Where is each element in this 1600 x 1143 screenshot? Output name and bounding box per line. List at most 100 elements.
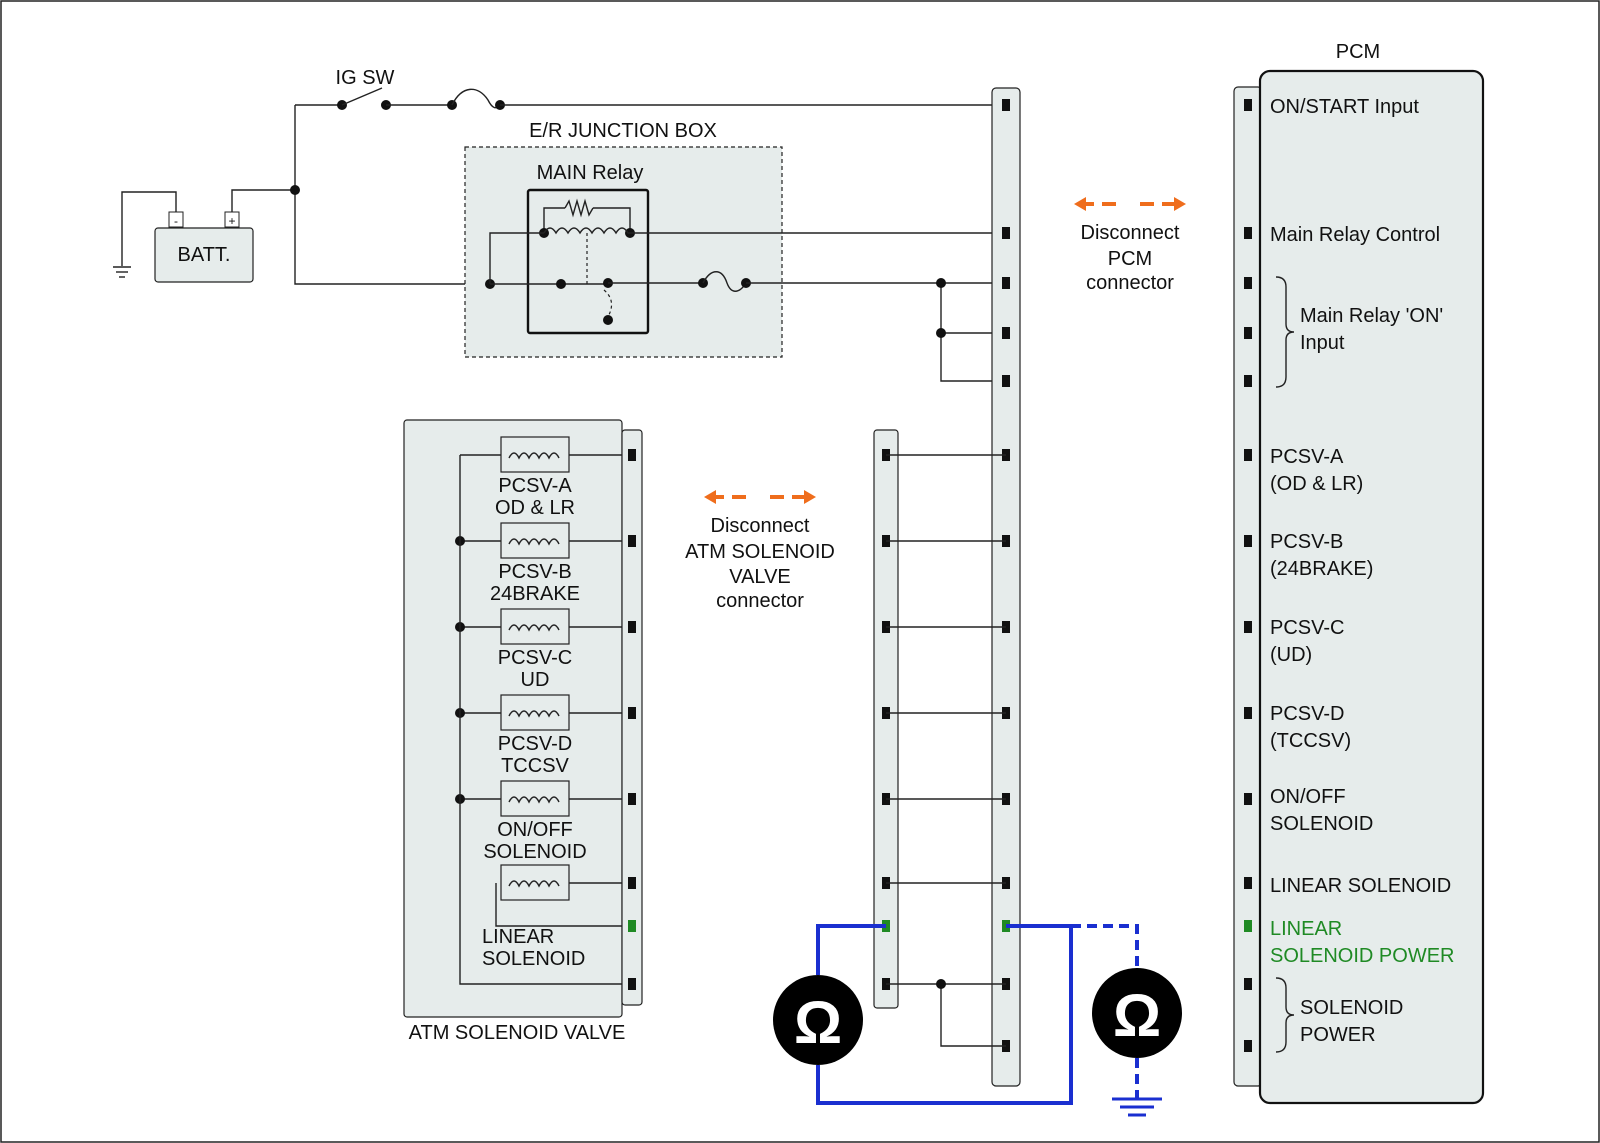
pcm-pin [1244,920,1252,932]
atm-pin [628,877,636,889]
ohmmeter-left: Ω [773,975,863,1065]
pcm-pin-label: LINEAR SOLENOID [1270,875,1451,897]
arrow-left-icon [1074,197,1086,211]
disconnect-atm-arrows [704,490,816,504]
atm-pin [628,978,636,990]
pcm-pin [1244,621,1252,633]
pcm-harness-connector [991,87,1021,1087]
pcm-pin-label: (TCCSV) [1270,730,1351,752]
pcm-pin [1244,99,1252,111]
atm-pin [628,535,636,547]
common-wire [459,455,628,985]
battery-label: BATT. [178,244,231,266]
solenoid-label: OD & LR [495,497,575,519]
bracket-icon [1275,977,1295,1053]
pcm-pin [1244,327,1252,339]
pcm-pin-label: (UD) [1270,644,1312,666]
harness-pin [1002,327,1010,339]
solenoid-label: UD [521,669,550,691]
pcm-pin [1244,1040,1252,1052]
pcm-pin-label: ON/OFF [1270,786,1346,808]
arrow-right-icon [1174,197,1186,211]
pcm-pin [1244,535,1252,547]
atm-pin [628,920,636,932]
solenoid-label: SOLENOID [483,841,586,863]
disconnect-atm-line-4: connector [716,590,804,612]
pcm-pin-label: PCSV-D [1270,703,1344,725]
atm-pin [628,707,636,719]
disconnect-pcm-line-2: PCM [1108,248,1152,270]
pcm-pin-label: POWER [1300,1024,1376,1046]
arrow-left-icon [704,490,716,504]
pcm-pin-label: SOLENOID POWER [1270,945,1454,967]
arrow-right-icon [804,490,816,504]
solenoid-wire [495,883,628,927]
atm-solenoid-valve: PCSV-AOD & LRPCSV-B24BRAKEPCSV-CUDPCSV-D… [403,419,628,1018]
solenoid-label: PCSV-A [498,475,572,497]
pcm-pin-label: PCSV-B [1270,531,1343,553]
harness-pin [1002,375,1010,387]
junction-box [464,146,1003,358]
disconnect-pcm-line-3: connector [1086,272,1174,294]
junction-box-label: E/R JUNCTION BOX [529,120,717,142]
coil-icon [508,624,560,632]
atm-pin [628,793,636,805]
meter-probe-wire [816,924,886,975]
meter-probe-wire [816,924,1073,1105]
pcm-pin-label: (OD & LR) [1270,473,1363,495]
solenoid-coils: PCSV-AOD & LRPCSV-B24BRAKEPCSV-CUDPCSV-D… [455,436,628,985]
disconnect-atm-line-3: VALVE [729,566,791,588]
disconnect-pcm-line-1: Disconnect [1081,222,1180,244]
pcm-pin-label: (24BRAKE) [1270,558,1373,580]
pcm-pin [1244,227,1252,239]
pcm-pin-label: LINEAR [1270,918,1342,940]
solenoid-label: PCSV-B [498,561,571,583]
ohmmeter-right: Ω [1092,968,1182,1058]
ig-switch-label: IG SW [336,67,395,89]
pcm-pin-label: SOLENOID [1300,997,1403,1019]
pcm-pin [1244,375,1252,387]
solenoid-label: LINEAR [482,926,554,948]
solenoid-label: ON/OFF [497,819,573,841]
coil-icon [508,710,560,718]
pcm-pin [1244,707,1252,719]
pcm-pin [1244,877,1252,889]
disconnect-pcm-arrows [1074,197,1186,211]
harness-pin [1002,227,1010,239]
disconnect-atm-line-2: ATM SOLENOID [685,541,835,563]
coil-icon [508,452,560,460]
disconnect-atm-line-1: Disconnect [711,515,810,537]
pcm-pin [1244,277,1252,289]
bracket-icon [1275,276,1295,388]
solenoid-coil-box [500,780,570,817]
solenoid-coil-box [500,436,570,473]
ground-icon [1112,1097,1162,1117]
battery-negative-label: - [174,214,178,228]
ohm-symbol-left: Ω [794,989,842,1056]
main-relay-label: MAIN Relay [537,162,644,184]
pcm-pin [1244,793,1252,805]
solenoid-label: TCCSV [501,755,569,777]
pcm-pin-label: Input [1300,332,1345,354]
solenoid-label: PCSV-D [498,733,572,755]
coil-icon [508,538,560,546]
ohmmeter-connections [816,924,1139,1105]
pcm-label: PCM [1336,41,1380,63]
pcm-pin [1244,978,1252,990]
pcm-pin-label: PCSV-C [1270,617,1344,639]
meter-probe-wire [1071,924,1139,968]
solenoid-label: SOLENOID [482,948,585,970]
pcm-pin-label: ON/START Input [1270,96,1419,118]
pcm-pin [1244,449,1252,461]
pcm-pin-label: PCSV-A [1270,446,1344,468]
battery-positive-label: + [228,214,235,228]
pcm-pin-label: Main Relay Control [1270,224,1440,246]
coil-icon [508,880,560,888]
battery: BATT. - + [154,211,254,283]
harness-wires [628,99,1010,1052]
pcm-box [1258,69,1485,1105]
solenoid-coil-box [500,864,570,901]
